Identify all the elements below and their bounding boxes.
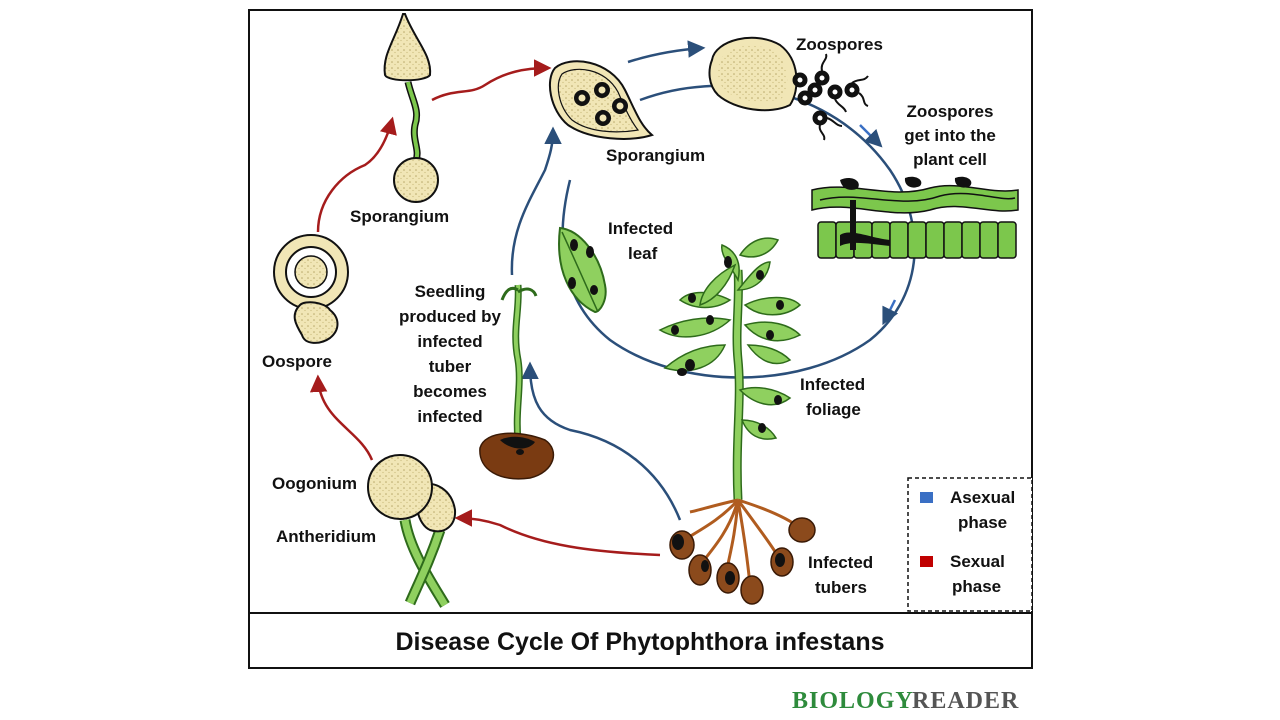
label-sporangium-left: Sporangium [350, 207, 449, 226]
labels: Zoospores Zoospores get into the plant c… [262, 35, 996, 597]
label-zoospores-enter-2: get into the [904, 126, 996, 145]
label-seedling-2: produced by [399, 307, 502, 326]
label-seedling-4: tuber [429, 357, 472, 376]
infected-foliage [658, 237, 802, 501]
arrow-oospore-to-sporangium [316, 116, 397, 233]
label-infected-leaf-2: leaf [628, 244, 658, 263]
legend-sexual-label-2: phase [952, 577, 1001, 596]
infected-seedling [479, 284, 555, 480]
arrow-seedling-to-sporangium [510, 126, 562, 276]
label-oospore: Oospore [262, 352, 332, 371]
label-infected-tubers-2: tubers [815, 578, 867, 597]
legend-asexual-label-1: Asexual [950, 488, 1015, 507]
arrow-tubers-to-oogonium [454, 509, 661, 557]
legend-sexual-swatch [920, 556, 933, 567]
legend-sexual-label-1: Sexual [950, 552, 1005, 571]
label-infected-foliage-2: foliage [806, 400, 861, 419]
label-seedling-3: infected [417, 332, 482, 351]
label-infected-leaf-1: Infected [608, 219, 673, 238]
diagram-title: Disease Cycle Of Phytophthora infestans [395, 628, 884, 656]
label-antheridium: Antheridium [276, 527, 376, 546]
arrow-to-plant-cell [859, 124, 883, 148]
infected-leaf [558, 226, 607, 314]
arrow-sporangium-to-sporangium [431, 59, 552, 102]
brand-part1: BIOLOGY [792, 688, 914, 714]
oospore [273, 234, 349, 344]
infected-tubers [669, 498, 816, 605]
label-zoospores-enter-3: plant cell [913, 150, 987, 169]
oogonium-antheridium [367, 454, 457, 608]
label-zoospores-enter-1: Zoospores [907, 102, 994, 121]
infected-plant-cell-tissue [811, 176, 1019, 259]
arrow-oogonium-to-oospore [309, 374, 374, 461]
arrow-sporangium-to-zoospores [627, 40, 706, 64]
label-oogonium: Oogonium [272, 474, 357, 493]
label-infected-tubers-1: Infected [808, 553, 873, 572]
legend: Asexual phase Sexual phase [907, 477, 1033, 612]
arrow-to-foliage [882, 299, 899, 326]
label-zoospores: Zoospores [796, 35, 883, 54]
brand-logo: BIOLOGY READER [792, 688, 1019, 714]
label-sporangium-top: Sporangium [606, 146, 705, 165]
zoospores-release [708, 36, 869, 141]
label-seedling-1: Seedling [415, 282, 486, 301]
sporangium-with-zoospores [548, 60, 655, 140]
label-infected-foliage-1: Infected [800, 375, 865, 394]
brand-part2: READER [912, 688, 1019, 714]
legend-asexual-label-2: phase [958, 513, 1007, 532]
legend-asexual-swatch [920, 492, 933, 503]
arrow-tubers-to-seedling [521, 361, 682, 521]
label-seedling-5: becomes [413, 382, 487, 401]
label-seedling-6: infected [417, 407, 482, 426]
germinating-sporangium [383, 13, 439, 203]
